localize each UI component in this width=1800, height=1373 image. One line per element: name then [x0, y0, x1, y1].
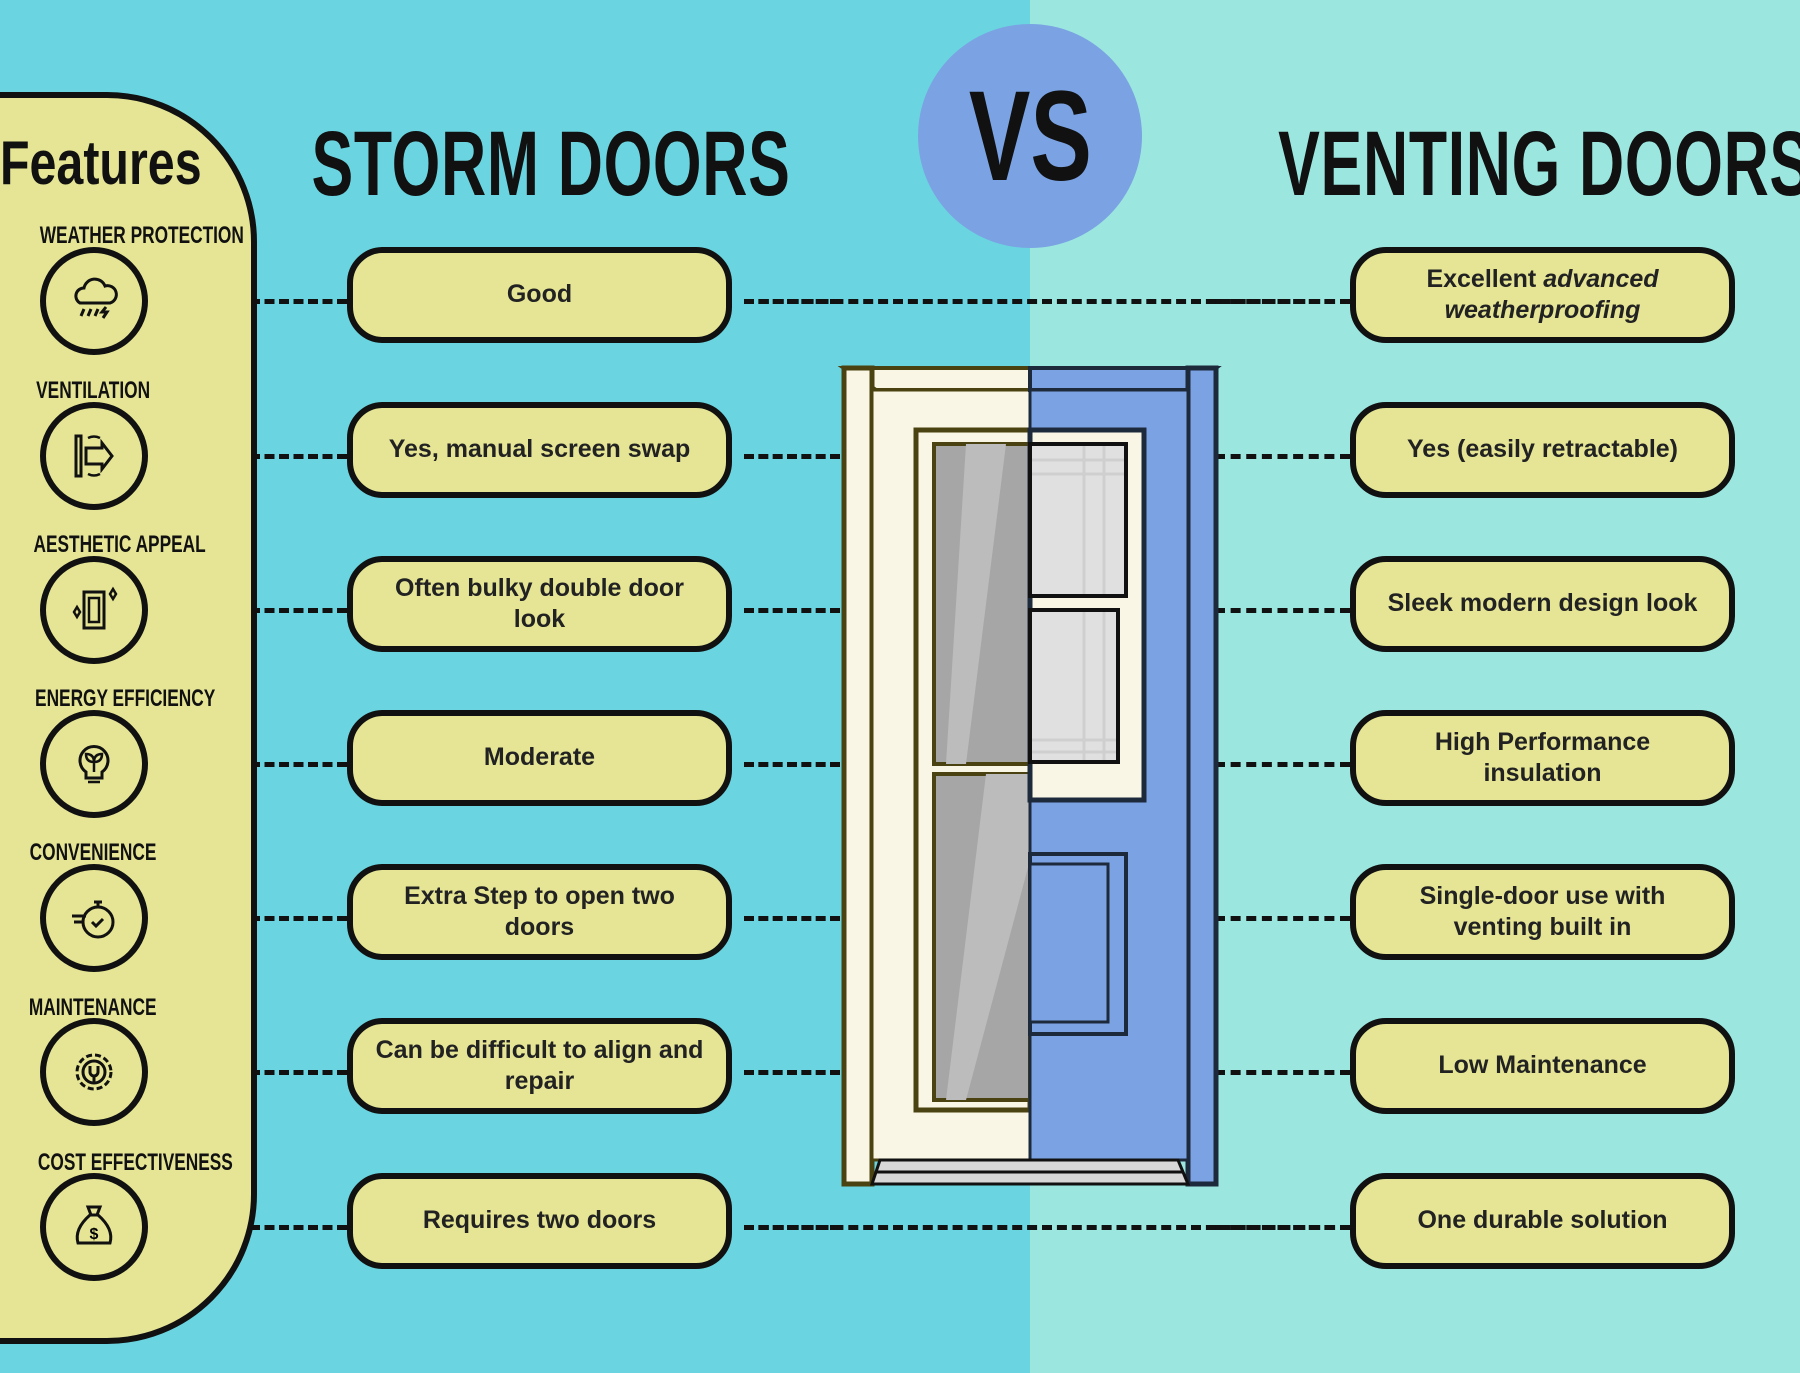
venting-value-box: High Performance insulation: [1350, 710, 1735, 806]
stopwatch-icon: [40, 864, 148, 972]
storm-value-box: Often bulky double door look: [347, 556, 732, 652]
feature-label: COST EFFECTIVENESS: [0, 1149, 233, 1177]
feature-label: MAINTENANCE: [0, 994, 186, 1022]
storm-value-box: Requires two doors: [347, 1173, 732, 1269]
venting-value-text: Yes (easily retractable): [1407, 435, 1678, 464]
sparkle-frame-icon: [40, 556, 148, 664]
storm-value-text: Moderate: [483, 743, 596, 772]
venting-value-emphasis: advanced weatherproofing: [1444, 264, 1659, 324]
connector-line: [1215, 916, 1350, 921]
storm-value-text: Often bulky double door look: [395, 573, 684, 633]
feature-label-text: CONVENIENCE: [29, 839, 157, 866]
lightbulb-leaf-icon: [40, 710, 148, 818]
connector-line: [250, 454, 347, 459]
vs-text: VS: [968, 64, 1092, 208]
venting-value-box: Sleek modern design look: [1350, 556, 1735, 652]
feature-label-text: VENTILATION: [36, 377, 150, 404]
connector-line: [1215, 454, 1350, 459]
venting-value-box: Yes (easily retractable): [1350, 402, 1735, 498]
connector-line: [250, 762, 347, 767]
venting-value-text: Sleek modern design look: [1387, 589, 1698, 618]
feature-label: VENTILATION: [0, 377, 186, 405]
venting-value-text: Excellent: [1426, 264, 1544, 293]
connector-line: [744, 916, 840, 921]
vs-badge: VS: [918, 24, 1142, 248]
storm-value-text: Requires two doors: [422, 1206, 657, 1235]
feature-label: CONVENIENCE: [0, 839, 186, 867]
connector-line: [1215, 1070, 1350, 1075]
venting-value-text: High Performance insulation: [1434, 727, 1651, 787]
feature-label-text: COST EFFECTIVENESS: [37, 1149, 233, 1176]
venting-value-box: One durable solution: [1350, 1173, 1735, 1269]
connector-line: [250, 608, 347, 613]
storm-value-text: Good: [506, 280, 573, 309]
venting-value-box: Single-door use with venting built in: [1350, 864, 1735, 960]
connector-line: [744, 608, 840, 613]
connector-line: [250, 1225, 347, 1230]
features-title: Features: [0, 129, 202, 198]
venting-doors-title: VENTING DOORS: [1278, 113, 1800, 215]
connector-line: [1215, 762, 1350, 767]
connector-line: [744, 1070, 840, 1075]
feature-label-text: MAINTENANCE: [29, 994, 157, 1021]
money-bag-icon: $: [40, 1173, 148, 1281]
feature-label: WEATHER PROTECTION: [0, 222, 244, 250]
gear-wrench-icon: [40, 1018, 148, 1126]
venting-value-text: Single-door use with venting built in: [1419, 881, 1666, 941]
storm-value-box: Moderate: [347, 710, 732, 806]
rain-cloud-icon: [40, 247, 148, 355]
ventilation-icon: [40, 402, 148, 510]
connector-line: [250, 916, 347, 921]
feature-label: AESTHETIC APPEAL: [0, 531, 205, 559]
connector-line: [1215, 608, 1350, 613]
storm-value-text: Extra Step to open two doors: [404, 881, 675, 941]
connector-line: [744, 1225, 1350, 1230]
svg-text:$: $: [90, 1226, 99, 1243]
storm-value-text: Can be difficult to align and repair: [375, 1035, 704, 1095]
storm-value-box: Extra Step to open two doors: [347, 864, 732, 960]
storm-value-text: Yes, manual screen swap: [388, 435, 691, 464]
connector-line: [250, 1070, 347, 1075]
connector-line: [250, 299, 347, 304]
venting-value-box: Excellent advanced weatherproofing: [1350, 247, 1735, 343]
storm-value-box: Good: [347, 247, 732, 343]
feature-label-text: AESTHETIC APPEAL: [33, 531, 206, 558]
connector-line: [744, 762, 840, 767]
door-illustration: [837, 365, 1222, 1187]
feature-label-text: ENERGY EFFICIENCY: [35, 685, 216, 712]
connector-line: [744, 454, 840, 459]
connector-line: [744, 299, 1350, 304]
venting-value-text: One durable solution: [1417, 1206, 1668, 1235]
venting-value-text: Low Maintenance: [1438, 1051, 1647, 1080]
venting-value-box: Low Maintenance: [1350, 1018, 1735, 1114]
storm-doors-title: STORM DOORS: [311, 113, 791, 215]
feature-label: ENERGY EFFICIENCY: [0, 685, 215, 713]
feature-label-text: WEATHER PROTECTION: [39, 222, 244, 249]
storm-value-box: Yes, manual screen swap: [347, 402, 732, 498]
storm-value-box: Can be difficult to align and repair: [347, 1018, 732, 1114]
